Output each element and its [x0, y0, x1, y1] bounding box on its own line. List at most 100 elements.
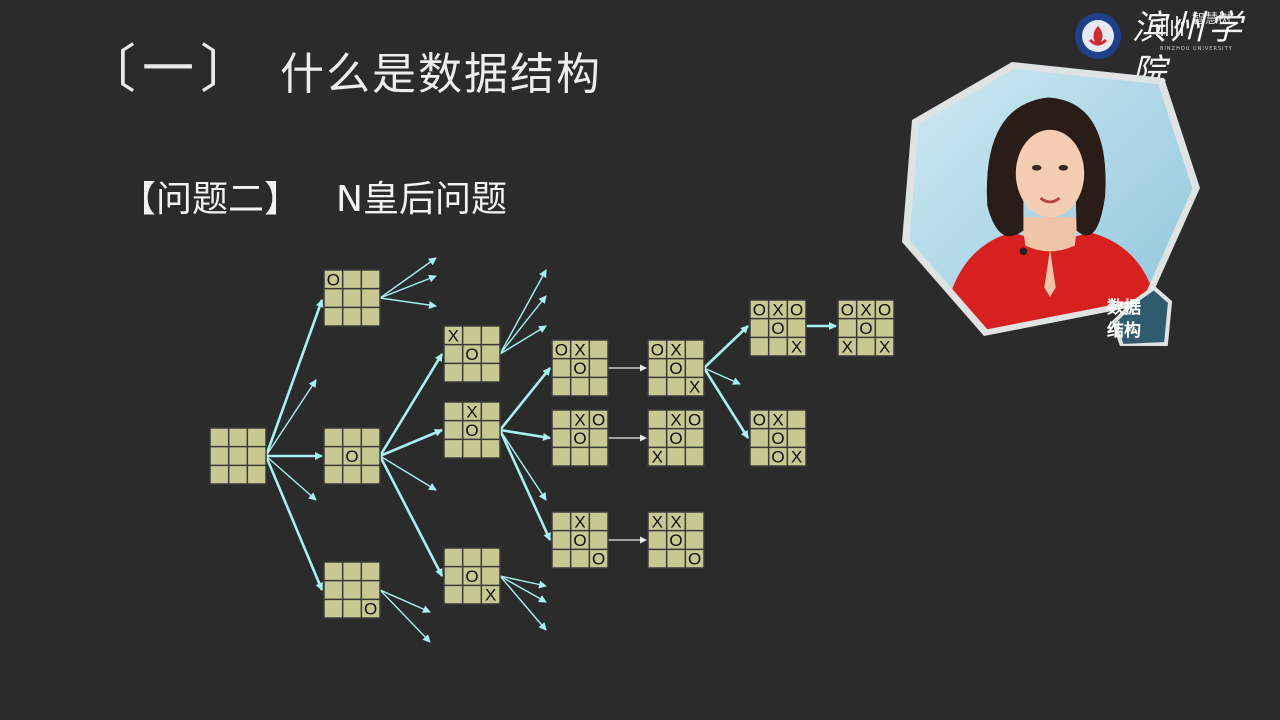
blocked-mark: X [772, 300, 783, 319]
queen-mark: O [753, 300, 766, 319]
blocked-mark: X [574, 340, 585, 359]
pruned-branch-arrow [379, 589, 431, 613]
blocked-mark: X [652, 512, 663, 531]
branch-arrow [498, 367, 552, 431]
queen-mark: O [327, 270, 340, 289]
blocked-mark: X [448, 326, 459, 345]
pruned-branch-arrow [703, 367, 741, 385]
queen-mark: O [771, 448, 784, 467]
board-root [209, 427, 267, 485]
blocked-mark: X [466, 402, 477, 421]
queen-mark: O [465, 345, 478, 364]
badge-line-2: 结构 [1107, 321, 1141, 341]
section-number-text: 一 [142, 40, 195, 100]
queen-mark: O [465, 421, 478, 440]
university-logo [1075, 13, 1183, 59]
bracket-left: 〔 [84, 40, 137, 100]
queen-mark: O [669, 359, 682, 378]
problem-topic: N皇后问题 [336, 179, 507, 220]
board-l3-c: XOO [551, 511, 609, 569]
queen-mark: O [753, 410, 766, 429]
queen-mark: O [465, 567, 478, 586]
queen-mark: O [841, 300, 854, 319]
blocked-mark: X [670, 340, 681, 359]
queen-mark: O [688, 550, 701, 569]
blocked-mark: X [652, 448, 663, 467]
pruned-branch-arrow [379, 297, 437, 309]
course-badge [1111, 285, 1173, 346]
queen-mark: O [573, 359, 586, 378]
queen-mark: O [555, 340, 568, 359]
presenter-video [902, 62, 1200, 346]
logo-main-text: 滨州学院 [1132, 8, 1246, 92]
pruned-branch-arrow [265, 379, 317, 457]
logo-sub-text: BINZHOU UNIVERSITY [1160, 46, 1233, 52]
branch-arrow [499, 428, 551, 441]
queen-mark: O [859, 319, 872, 338]
waveform-icon [1156, 14, 1183, 36]
pruned-branch-arrow [499, 325, 547, 355]
problem-label: 【问题二】 [120, 179, 301, 220]
queen-mark: O [592, 410, 605, 429]
blocked-mark: X [860, 300, 871, 319]
badge-line-1: 数据 [1107, 298, 1141, 318]
queen-mark: O [592, 550, 605, 569]
branch-arrow [702, 367, 750, 439]
pruned-branch-arrow [265, 455, 317, 501]
pruned-branch-arrow [499, 269, 547, 355]
branch-arrow [378, 455, 444, 577]
queen-mark: O [669, 531, 682, 550]
pruned-branch-arrow [499, 429, 547, 501]
title-text: 什么是数据结构 [280, 49, 603, 100]
queen-mark: O [688, 410, 701, 429]
branch-arrow [498, 429, 552, 541]
queen-mark: O [573, 531, 586, 550]
course-badge-label: 数据 结构 [1096, 297, 1152, 343]
board-l2-b: XO [443, 401, 501, 459]
branch-arrow [264, 299, 324, 457]
tree-edges [264, 257, 837, 643]
pruned-branch-arrow [499, 575, 547, 589]
pruned-branch-arrow [379, 455, 437, 491]
bracket-right: 〕 [200, 40, 253, 100]
board-l1-b: O [323, 427, 381, 485]
queen-mark: O [771, 429, 784, 448]
blocked-mark: X [485, 586, 496, 605]
problem-heading: 【问题二】 N皇后问题 [120, 170, 507, 222]
blocked-mark: X [772, 410, 783, 429]
queen-mark: O [669, 429, 682, 448]
queen-mark: O [878, 300, 891, 319]
pruned-branch-arrow [499, 575, 547, 603]
blocked-mark: X [791, 338, 802, 357]
pruned-branch-arrow [379, 257, 437, 299]
board-l1-a: O [323, 269, 381, 327]
branch-arrow [379, 428, 443, 458]
blocked-mark: X [670, 410, 681, 429]
queen-mark: O [364, 600, 377, 619]
blocked-mark: X [574, 410, 585, 429]
queen-mark: O [790, 300, 803, 319]
queen-mark: O [651, 340, 664, 359]
board-l2-a: XO [443, 325, 501, 383]
branch-arrow [264, 455, 324, 591]
pruned-branch-arrow [379, 589, 431, 643]
queen-mark: O [771, 319, 784, 338]
branch-arrow [378, 353, 444, 457]
blocked-mark: X [791, 448, 802, 467]
pruned-branch-arrow [379, 274, 437, 299]
logo-top-text: 智慧树 [1192, 12, 1232, 27]
pruned-branch-arrow [499, 575, 547, 631]
board-l2-c: OX [443, 547, 501, 605]
section-number: 〔 一 〕 [84, 44, 252, 96]
queen-mark: O [573, 429, 586, 448]
slide-title: 〔 一 〕 什么是数据结构 [84, 38, 602, 102]
